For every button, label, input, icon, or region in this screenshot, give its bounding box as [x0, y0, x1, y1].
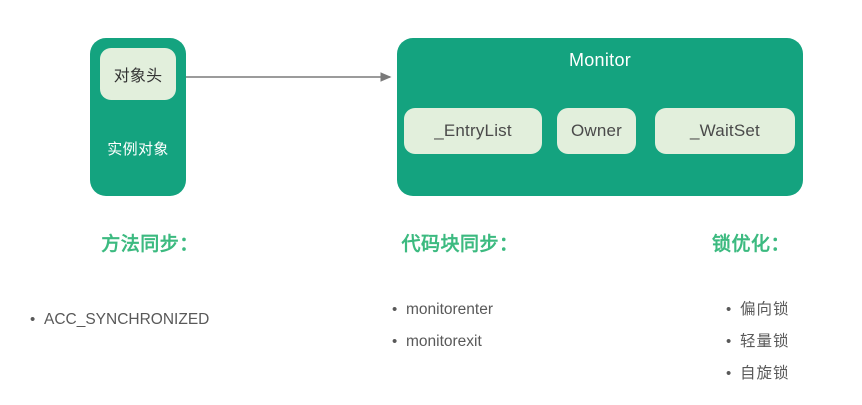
instance-object-label: 实例对象: [107, 141, 169, 158]
column-lock-optimization-list: 偏向锁 轻量锁 自旋锁: [726, 294, 862, 390]
monitor-field-waitset: _WaitSet: [655, 108, 795, 154]
column-method-sync-heading: 方法同步：: [101, 234, 199, 255]
list-item: 轻量锁: [726, 326, 862, 358]
object-header-to-monitor-arrow: [186, 72, 392, 82]
list-item: 自旋锁: [726, 358, 862, 390]
list-item: 偏向锁: [726, 294, 862, 326]
column-lock-optimization: 锁优化： 偏向锁 轻量锁 自旋锁: [640, 232, 862, 390]
column-lock-optimization-heading: 锁优化：: [711, 234, 790, 255]
monitor-title: Monitor: [568, 50, 632, 70]
column-method-sync-list: ACC_SYNCHRONIZED: [30, 304, 300, 336]
instance-object-box: 对象头 实例对象: [90, 38, 186, 196]
monitor-box: Monitor _EntryList Owner _WaitSet: [397, 38, 803, 196]
column-block-sync: 代码块同步： monitorenter monitorexit: [330, 232, 590, 358]
list-item: monitorenter: [392, 294, 590, 326]
list-item: monitorexit: [392, 326, 590, 358]
monitor-field-entrylist: _EntryList: [404, 108, 542, 154]
column-block-sync-heading: 代码块同步：: [401, 234, 519, 255]
column-method-sync: 方法同步： ACC_SYNCHRONIZED: [0, 232, 300, 336]
monitor-field-owner: Owner: [557, 108, 636, 154]
object-header-pill: 对象头: [100, 48, 176, 100]
column-block-sync-list: monitorenter monitorexit: [392, 294, 590, 358]
list-item: ACC_SYNCHRONIZED: [30, 304, 300, 336]
